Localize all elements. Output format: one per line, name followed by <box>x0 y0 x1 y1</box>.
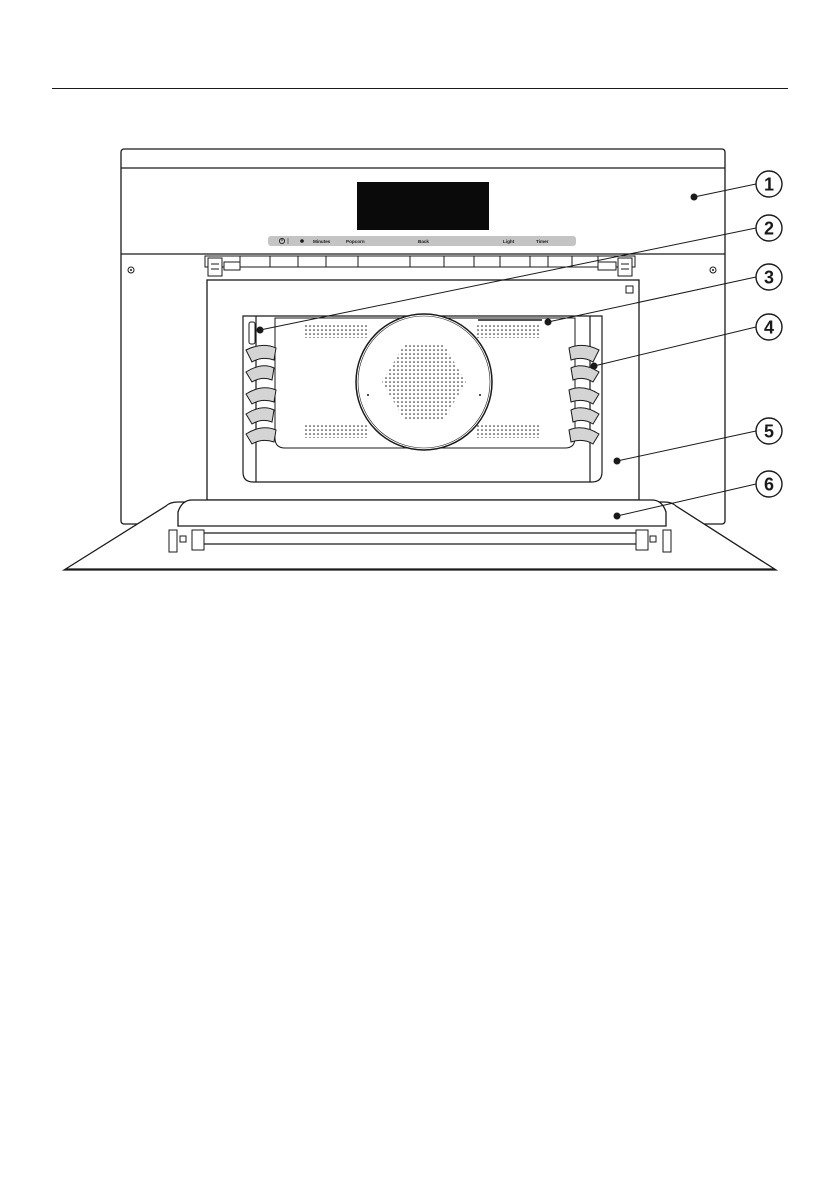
callout-6: 6 <box>756 471 782 497</box>
control-strip: Minutes Popcorn Back Light Timer <box>268 236 576 246</box>
callout-4: 4 <box>756 314 782 340</box>
callout-1: 1 <box>756 171 782 197</box>
fan-cover <box>356 314 492 450</box>
callout-number: 1 <box>764 175 774 195</box>
vent-grid-bottom-right <box>477 424 541 438</box>
control-label-light: Light <box>503 239 515 244</box>
control-label-timer: Timer <box>536 239 549 244</box>
start-dot-icon <box>300 239 304 243</box>
callout-2: 2 <box>756 215 782 241</box>
door-latch <box>249 322 255 344</box>
callout-number: 6 <box>764 475 774 495</box>
vent-grid-top-left <box>304 324 368 338</box>
vent-grid-top-right <box>477 324 541 338</box>
control-label-back: Back <box>418 239 429 244</box>
vent-grid-bottom-left <box>304 424 368 438</box>
callout-number: 2 <box>764 219 774 239</box>
display-screen <box>357 182 489 230</box>
vent-slots <box>205 256 635 267</box>
oven-front-diagram: Minutes Popcorn Back Light Timer <box>0 0 840 600</box>
callout-5: 5 <box>756 418 782 444</box>
callout-number: 4 <box>764 318 774 338</box>
control-label-popcorn: Popcorn <box>346 239 365 244</box>
callout-number: 3 <box>764 268 774 288</box>
door-sensor <box>626 286 633 293</box>
callout-3: 3 <box>756 264 782 290</box>
control-label-minutes: Minutes <box>313 239 331 244</box>
callout-number: 5 <box>764 422 774 442</box>
